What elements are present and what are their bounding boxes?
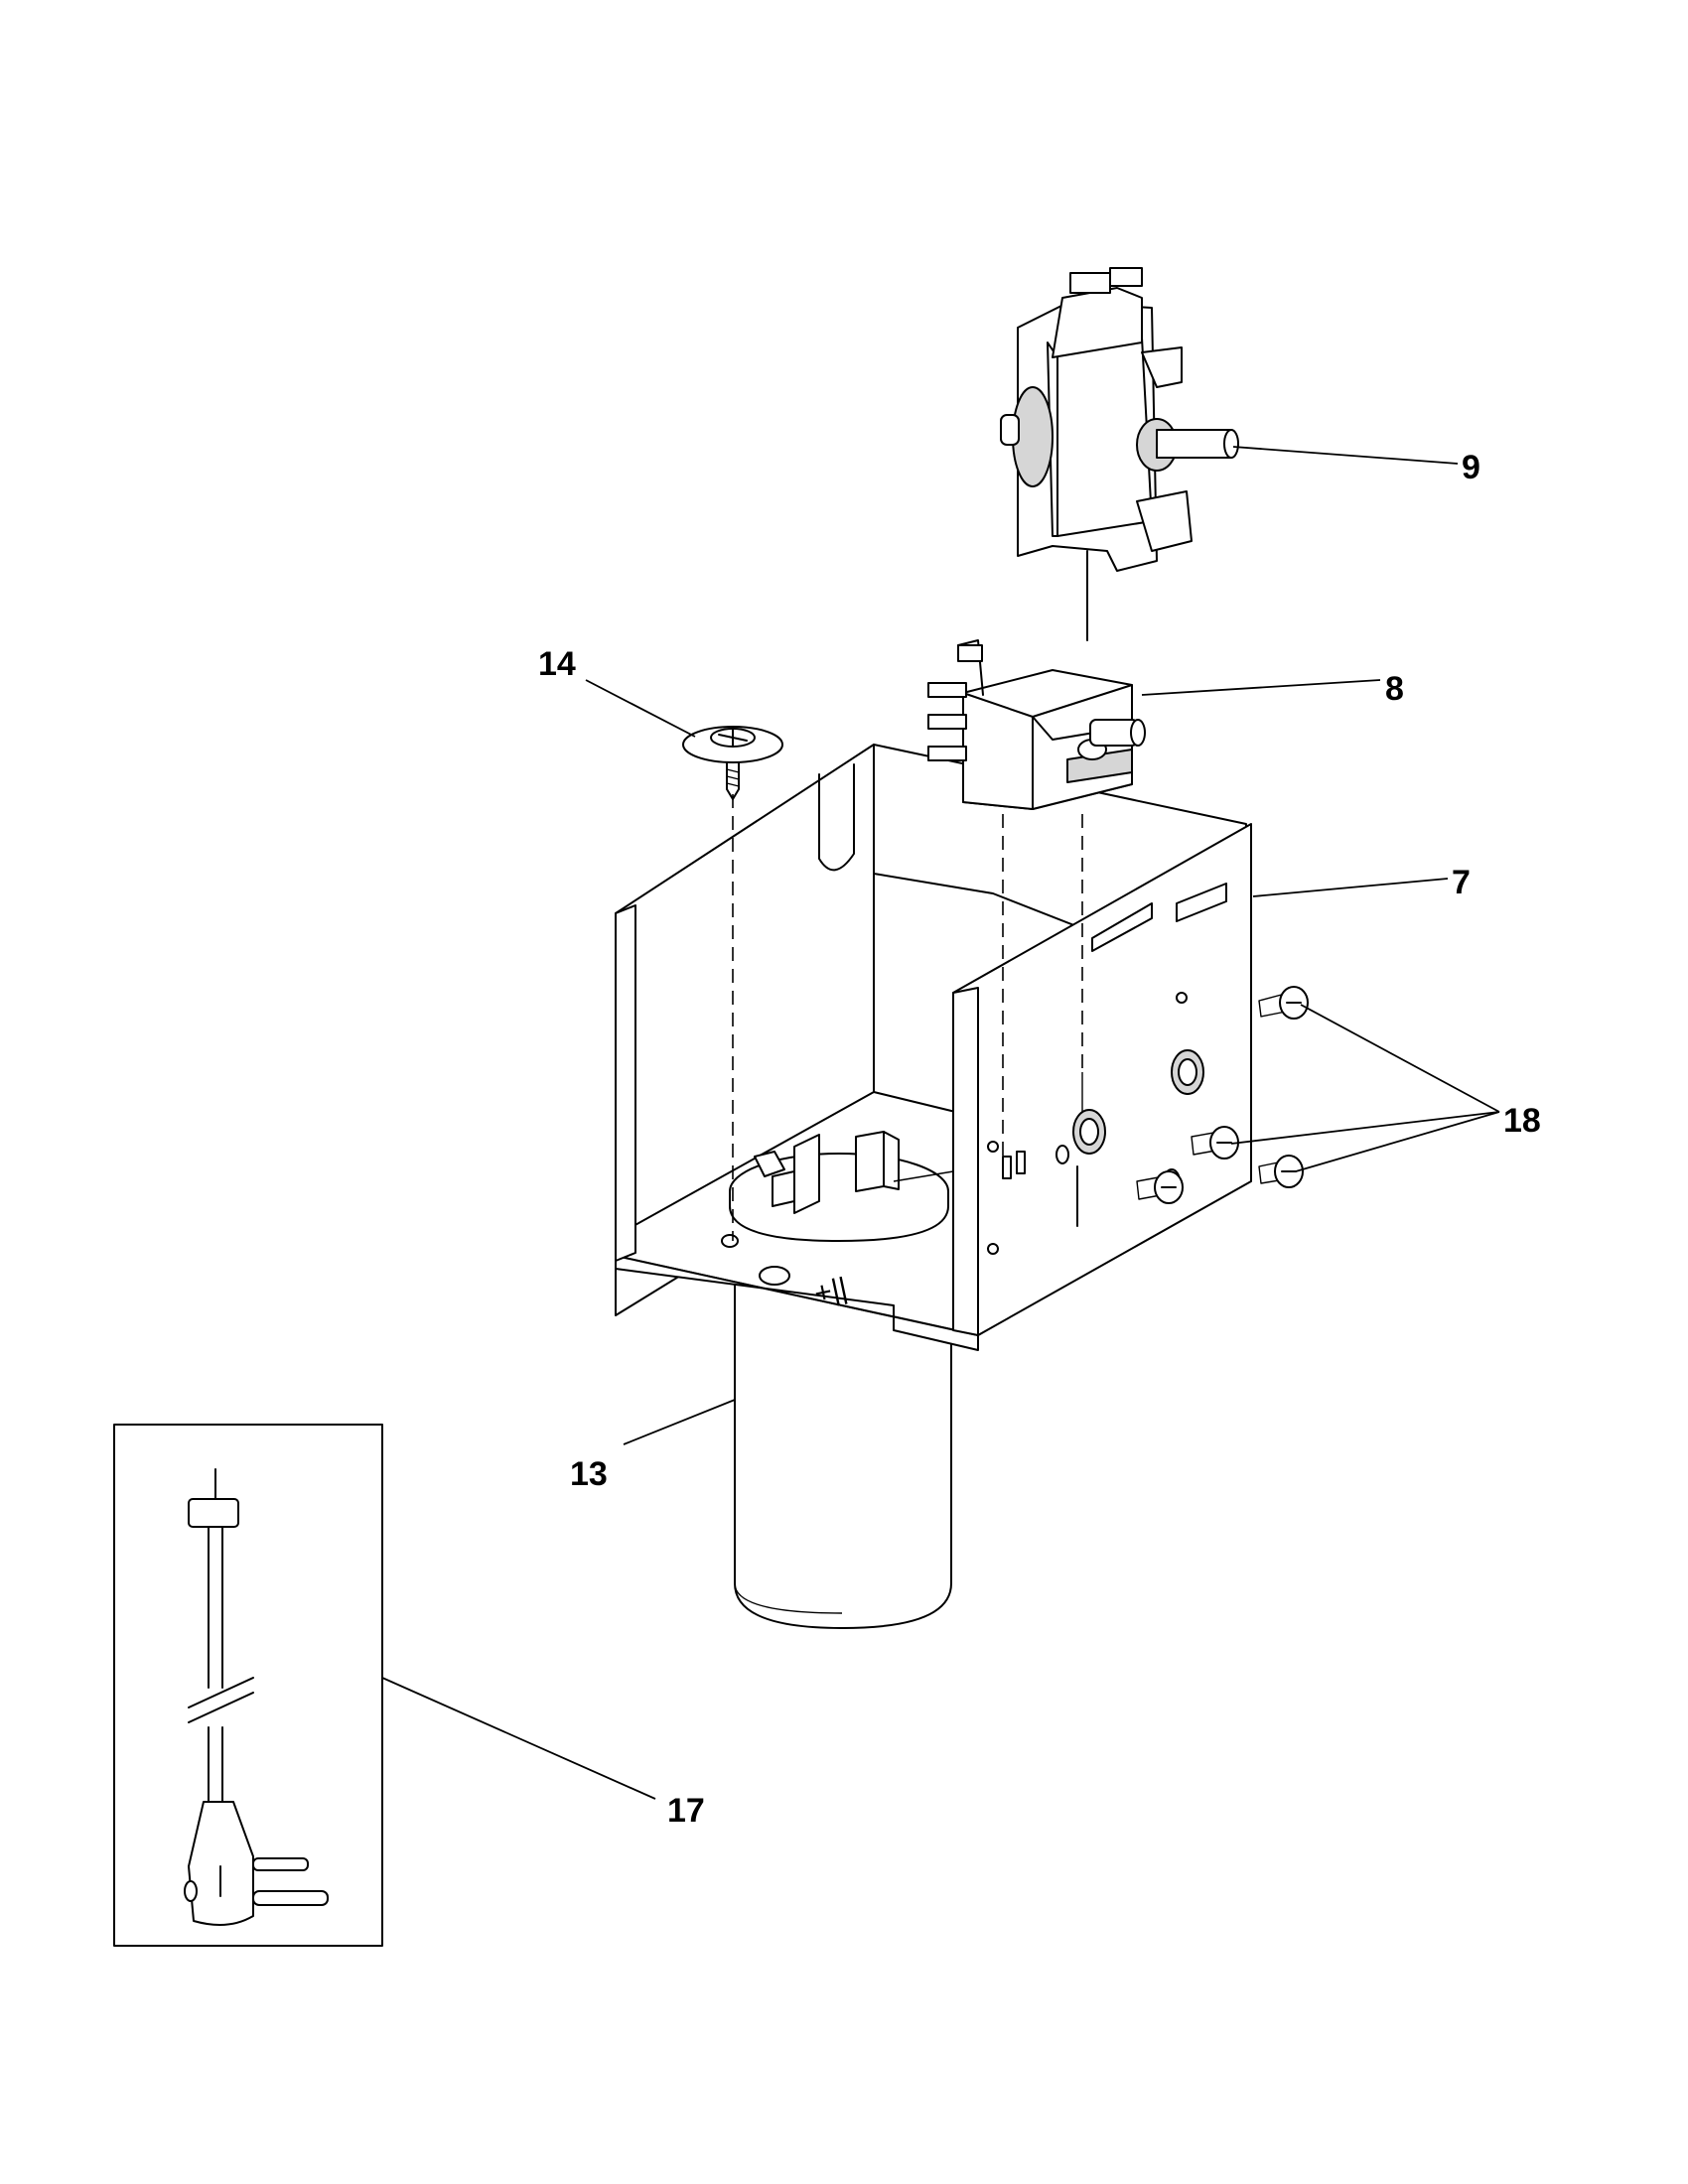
leader-8 [1141,679,1381,696]
assembly-lines [732,550,1088,1241]
leader-13 [623,1399,736,1445]
capacitor-13 [734,1280,952,1629]
callout-17: 17 [667,1792,705,1830]
callout-13: 13 [570,1455,608,1493]
bracket-stamp-marking: +|| [811,1272,850,1310]
screw-18-c [1136,1170,1184,1204]
power-cord-inset-17 [113,1424,383,1947]
timer-9 [1000,267,1239,572]
leader-9 [1232,446,1459,465]
leader-18c [1295,1111,1500,1172]
screw-14 [682,726,783,800]
screw-18-d [1258,1155,1304,1188]
bracket-7 [615,744,1252,1351]
leader-7 [1252,878,1449,897]
leader-18b [1230,1111,1500,1145]
leader-17 [381,1677,656,1800]
callout-7: 7 [1452,864,1471,901]
leader-14 [585,679,696,738]
callout-9: 9 [1462,449,1480,486]
screw-18-b [1191,1126,1239,1160]
callout-18: 18 [1503,1102,1541,1140]
callout-14: 14 [538,645,576,683]
screw-18-a [1258,986,1309,1020]
leader-18a [1300,1004,1500,1113]
screws-18 [1136,986,1309,1204]
leader-lines [381,446,1500,1800]
callout-8: 8 [1385,670,1404,708]
switch-8 [927,639,1146,810]
capacitor-terminal-block [729,1131,954,1242]
